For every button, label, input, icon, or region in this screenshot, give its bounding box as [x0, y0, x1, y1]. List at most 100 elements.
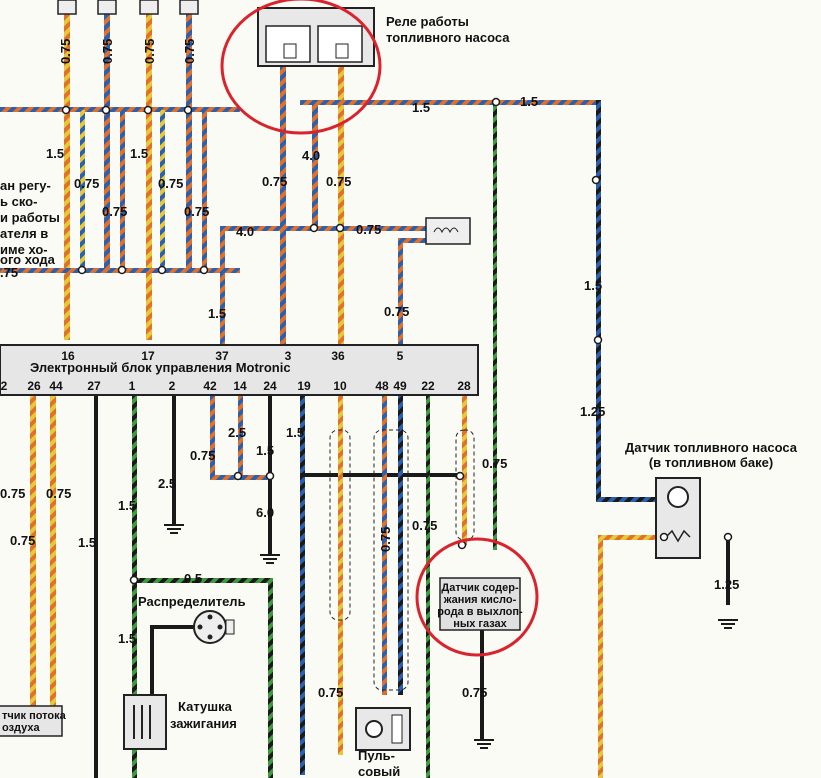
ecu-top-pins: 16 17 37 3 36 5	[61, 349, 403, 363]
ground-icons	[164, 524, 738, 749]
coil-label-2: зажигания	[170, 716, 237, 731]
gauge-label: 0.75	[158, 176, 183, 191]
wire-node	[335, 223, 345, 233]
distributor-icon	[193, 610, 235, 644]
distributor-label: Распределитель	[138, 594, 246, 609]
gauge-label: 0.75	[356, 222, 381, 237]
oxygen-sensor: Датчик содер- жания кисло- рода в выхлоп…	[437, 577, 523, 631]
airflow-sensor: тчик потока оздуха	[0, 705, 67, 737]
coil-icon	[123, 694, 167, 750]
gauge-label: 0.75	[74, 176, 99, 191]
gauge-label: 1.5	[412, 100, 430, 115]
airflow-label-1: тчик потока	[2, 710, 67, 722]
wire-node	[233, 471, 243, 481]
airflow-label-2: оздуха	[2, 722, 41, 734]
gauge-label: 0.75	[58, 39, 73, 64]
gauge-label: 1.5	[286, 425, 304, 440]
gauge-label: 1.5	[130, 146, 148, 161]
gauge-label: 2.5	[158, 476, 176, 491]
ecu-bottom-pin: 26	[27, 379, 41, 393]
pulse-sensor-icon	[355, 707, 411, 751]
gauge-label: 1.25	[580, 404, 605, 419]
wire-nodes	[61, 97, 733, 585]
gauge-label: 0.75	[482, 456, 507, 471]
ecu-bottom-pin: 48	[375, 379, 389, 393]
oxygen-label-1: Датчик содер-	[441, 582, 519, 594]
gauge-label: 0.75	[412, 518, 437, 533]
ground-icon	[718, 619, 738, 629]
left-label-5: име хо-	[0, 242, 48, 257]
gauge-label: 0.75	[378, 527, 393, 552]
wire-node	[455, 471, 465, 481]
gauge-label: 0.75	[462, 685, 487, 700]
gauge-label: 0.75	[10, 533, 35, 548]
ground-icon	[164, 524, 184, 534]
gauge-label: 0.75	[46, 486, 71, 501]
ecu-top-pin: 16	[61, 349, 75, 363]
wire-node	[723, 532, 733, 542]
fuel-sensor-title-2: (в топливном баке)	[649, 455, 773, 470]
left-label-3: и работы	[0, 210, 60, 225]
wire-node	[183, 105, 193, 115]
wire-node	[199, 265, 209, 275]
wire-node	[491, 97, 501, 107]
ecu-bottom-pin: 27	[87, 379, 101, 393]
ecu-top-pin: 37	[215, 349, 229, 363]
gauge-label: 0.75	[262, 174, 287, 189]
ecu-bottom-pin: 24	[263, 379, 277, 393]
gauge-label: 0.75	[0, 486, 25, 501]
ground-icon	[474, 739, 494, 749]
wire-node	[129, 575, 139, 585]
gauge-label: 4.0	[236, 224, 254, 239]
gauge-label: 0.75	[184, 204, 209, 219]
wire-node	[77, 265, 87, 275]
gauge-label: 0.75	[182, 39, 197, 64]
gauge-label: 1.5	[520, 94, 538, 109]
relay-title-1: Реле работы	[386, 14, 469, 29]
wire-node	[157, 265, 167, 275]
relay-icon	[257, 7, 375, 67]
wire-node	[591, 175, 601, 185]
gauge-label: 0.75	[142, 39, 157, 64]
gauge-label: 1.5	[118, 498, 136, 513]
gauge-label: 0.75	[326, 174, 351, 189]
gauge-label: 0.75	[190, 448, 215, 463]
gauge-label: 1.5	[78, 535, 96, 550]
ecu-bottom-pin: 42	[203, 379, 217, 393]
ecu-bottom-pin: 2	[1, 379, 8, 393]
pulse-label-2: совый	[358, 764, 400, 778]
wire-node	[659, 532, 669, 542]
gauge-label: 1.5	[46, 146, 64, 161]
ecu-top-pin: 36	[331, 349, 345, 363]
relay-title-2: топливного насоса	[386, 30, 510, 45]
gauge-label: 1.5	[256, 443, 274, 458]
ecu-top-pin: 5	[397, 349, 404, 363]
wire-node	[593, 335, 603, 345]
gauge-label: 2.5	[228, 425, 246, 440]
ecu-top-pin: 3	[285, 349, 292, 363]
ecu-bottom-pin: 28	[457, 379, 471, 393]
wire-node	[61, 105, 71, 115]
gauge-label: 1.5	[118, 631, 136, 646]
left-label-2: ь ско-	[0, 194, 37, 209]
gauge-label: 0.75	[318, 685, 343, 700]
gauge-label: 0.75	[102, 204, 127, 219]
ecu-title: Электронный блок управления Motronic	[30, 360, 291, 375]
ecu-bottom-pin: 10	[333, 379, 347, 393]
fuel-sensor-icon	[655, 477, 701, 559]
left-label-7: .75	[0, 265, 18, 280]
gauge-label: 0.75	[100, 39, 115, 64]
gauge-label: 0.5	[184, 571, 202, 586]
ecu-top-pin: 17	[141, 349, 155, 363]
connector-icon	[57, 0, 199, 15]
left-label-4: ателя в	[0, 226, 48, 241]
ecu-bottom-pin: 22	[421, 379, 435, 393]
oxygen-label-3: рода в выхлоп-	[437, 606, 523, 618]
gauge-labels: 0.75 0.75 0.75 0.75 1.5 1.5 0.75 0.75 0.…	[0, 39, 739, 700]
coil-label-1: Катушка	[178, 699, 233, 714]
pulse-label-1: Пуль-	[358, 748, 395, 763]
ecu-bottom-pin: 44	[49, 379, 63, 393]
